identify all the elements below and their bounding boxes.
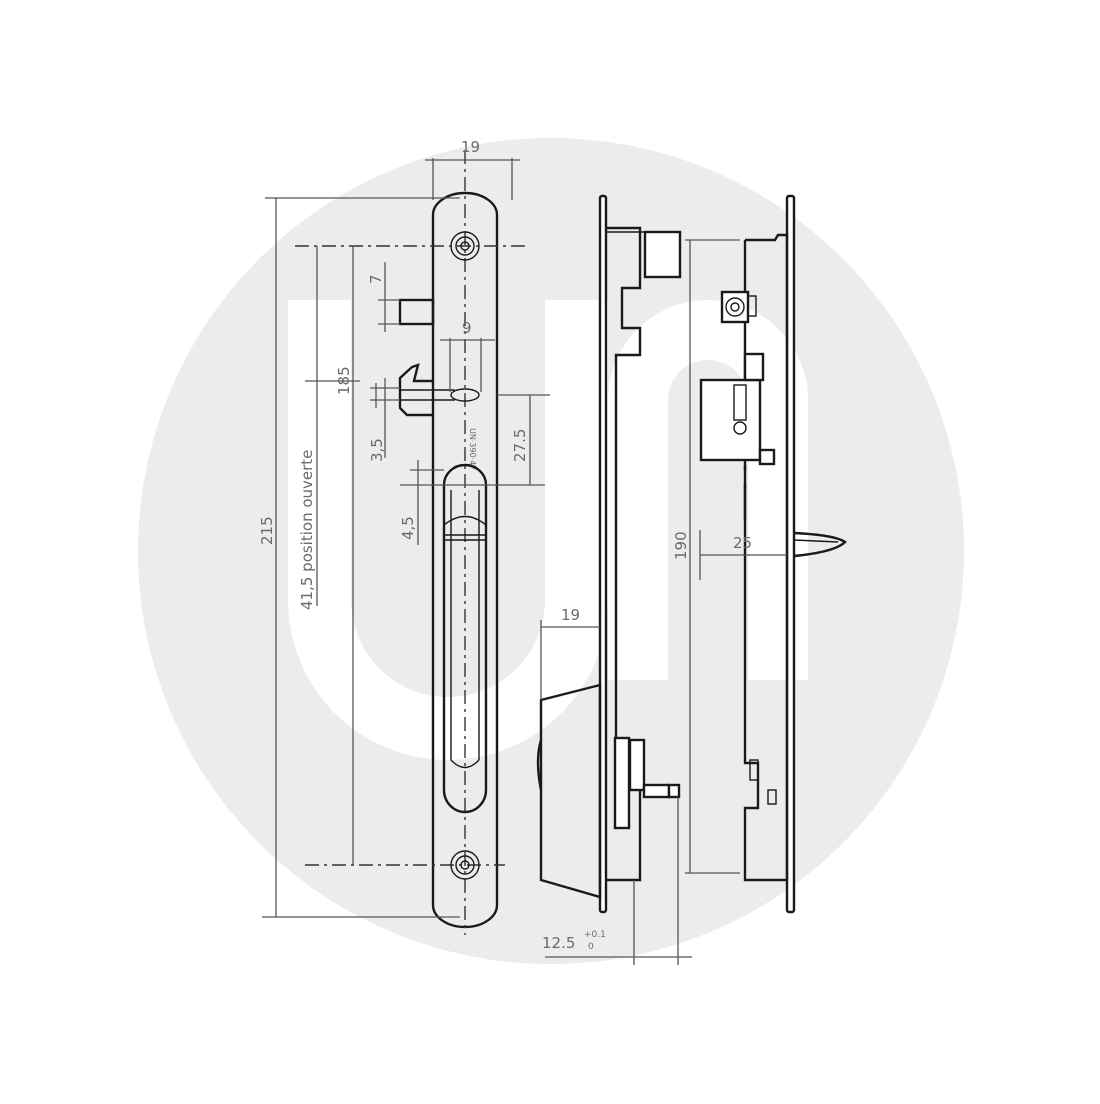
watermark-logo — [138, 138, 964, 964]
dim-backset-tol-upper: +0.1 — [584, 930, 606, 940]
dim-backset: 12.5 — [542, 934, 575, 952]
dim-backset-tol-lower: 0 — [588, 942, 594, 952]
dim-hook-to-slot: 27.5 — [511, 429, 529, 462]
dim-case-height: 190 — [672, 531, 690, 560]
dim-latch-height: 7 — [367, 274, 385, 284]
dim-position-ouverte: 41,5 position ouverte — [298, 450, 316, 610]
dim-faceplate-width: 19 — [461, 138, 480, 156]
dim-hook-width: 9 — [462, 319, 472, 337]
dim-case-depth: 25 — [733, 534, 752, 552]
dim-screw-centers: 185 — [335, 366, 353, 395]
dim-hook-thickness: 3,5 — [368, 438, 386, 462]
screw-top-icon — [450, 231, 480, 261]
dim-slot-offset: 4,5 — [399, 516, 417, 540]
dim-overall-height: 215 — [258, 516, 276, 545]
dim-cylinder-projection: 19 — [561, 606, 580, 624]
side-view: 19 190 25 12.5 +0.1 0 — [536, 194, 847, 965]
front-view: UN·390·4F 19 215 41,5 position ouverte 1… — [258, 138, 550, 935]
screw-bottom-icon — [450, 850, 480, 880]
faceplate-stamp: UN·390·4F — [468, 428, 477, 470]
